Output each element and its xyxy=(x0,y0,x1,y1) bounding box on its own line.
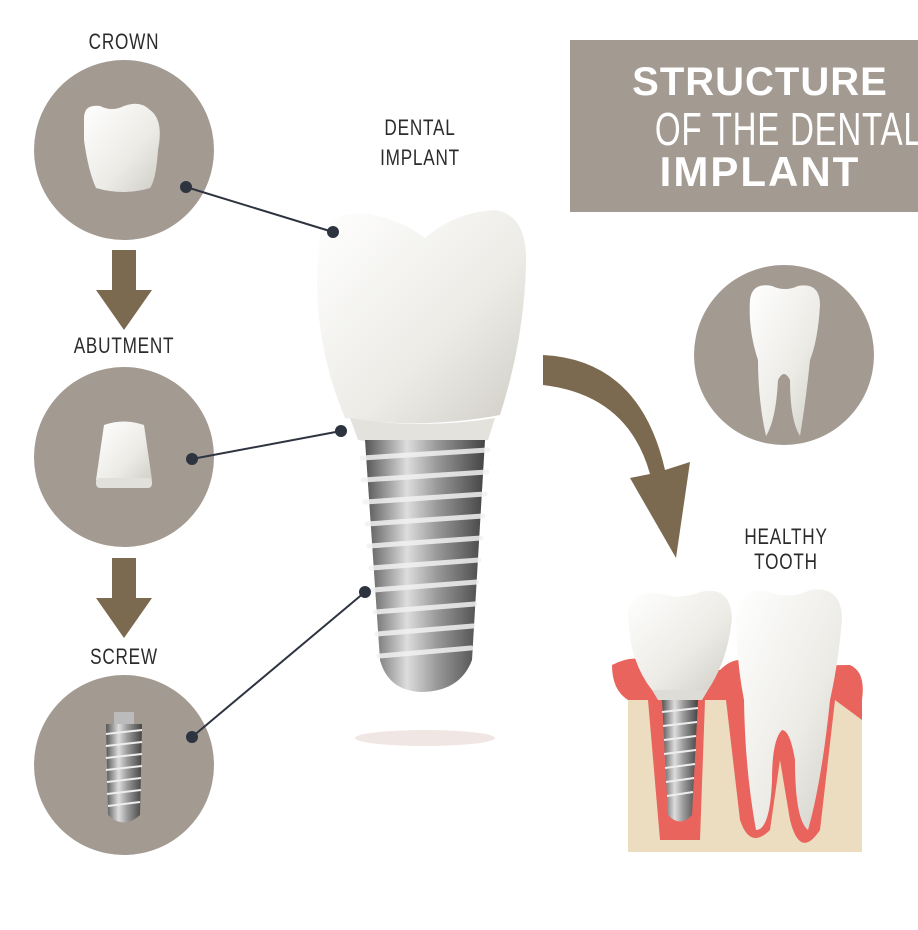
leader-lines xyxy=(180,181,371,743)
crown-label: CROWN xyxy=(88,29,160,54)
title-line-2: OF THE DENTAL xyxy=(654,103,918,155)
dental-implant-label-line2: IMPLANT xyxy=(380,145,460,170)
healthy-tooth-label-line2: TOOTH xyxy=(754,549,818,574)
jaw-section xyxy=(612,589,863,852)
dental-implant-label-line1: DENTAL xyxy=(384,115,456,140)
crown-icon xyxy=(84,103,160,192)
curved-arrow-icon xyxy=(543,355,690,558)
healthy-tooth-icon xyxy=(749,285,820,436)
title-panel: STRUCTURE OF THE DENTAL IMPLANT xyxy=(570,40,918,212)
implant-crown xyxy=(317,210,527,424)
screw-icon xyxy=(105,712,143,823)
implant-screw xyxy=(359,440,491,692)
screw-label: SCREW xyxy=(90,644,158,669)
title-line-3: IMPLANT xyxy=(659,148,861,195)
title-line-1: STRUCTURE xyxy=(632,60,888,104)
healthy-tooth-label-line1: HEALTHY xyxy=(744,524,828,549)
abutment-icon xyxy=(96,421,152,484)
implant-abutment xyxy=(350,418,495,445)
arrow-down-icon xyxy=(96,558,152,638)
arrow-down-icon xyxy=(96,250,152,330)
abutment-label: ABUTMENT xyxy=(73,333,175,358)
